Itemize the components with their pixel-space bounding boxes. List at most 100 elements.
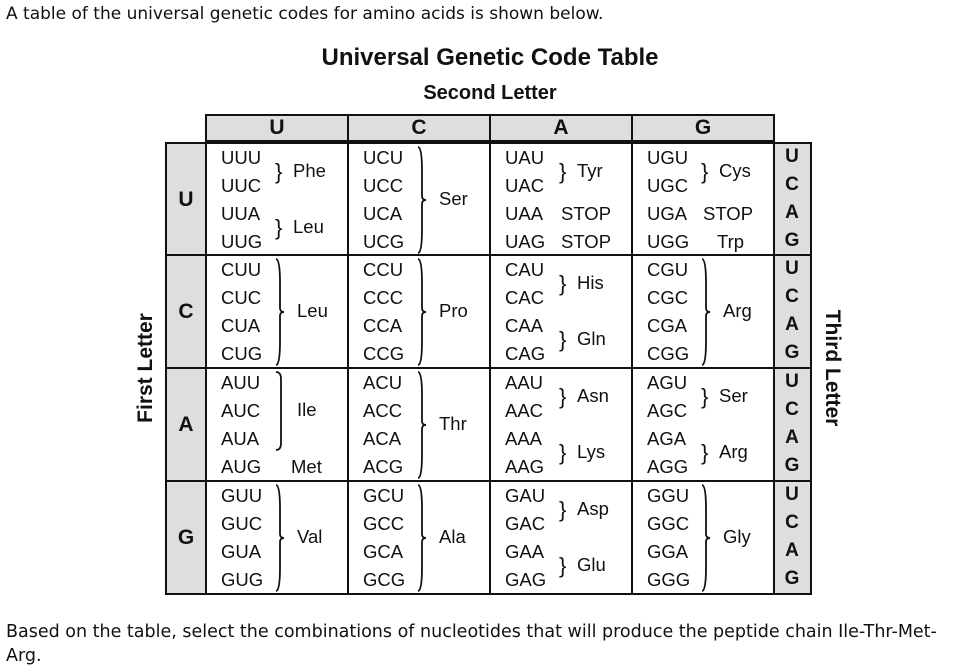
brace: } <box>701 440 709 465</box>
codon: UGG <box>647 231 690 252</box>
first-letter-label: First Letter <box>134 313 157 423</box>
codon: CUG <box>221 343 263 364</box>
codon: AGA <box>647 428 687 449</box>
brace: } <box>701 159 709 184</box>
codon-cell: ACU ACC ACA ACG Thr <box>347 367 491 482</box>
third-letter-g: G <box>784 342 800 363</box>
amino-acid-label: Ile <box>297 399 317 420</box>
codon: GAA <box>505 541 545 562</box>
codon: UCG <box>363 231 405 252</box>
codon: CUA <box>221 315 261 336</box>
brace: } <box>559 440 567 465</box>
codon: ACA <box>363 428 402 449</box>
amino-acid-label: Cys <box>719 160 751 181</box>
codon: GCC <box>363 513 405 534</box>
third-letter-c: C <box>785 399 799 420</box>
brace: } <box>275 215 283 240</box>
third-letter-u: U <box>785 484 799 505</box>
codon: ACC <box>363 400 403 421</box>
amino-acid-label: His <box>577 272 604 293</box>
brace: } <box>559 384 567 409</box>
codon: UGC <box>647 175 689 196</box>
second-letter-label: Second Letter <box>423 82 557 104</box>
codon: CCA <box>363 315 403 336</box>
brace <box>417 484 427 592</box>
amino-acid-label: Ala <box>439 526 466 547</box>
table-title: Universal Genetic Code Table <box>321 44 659 71</box>
codon: CCG <box>363 343 405 364</box>
codon: UUC <box>221 175 262 196</box>
codon: ACU <box>363 372 403 393</box>
codon: CCU <box>363 259 404 280</box>
codon: UAG <box>505 231 546 252</box>
first-letter-header-u: U <box>165 142 207 257</box>
codon: CGA <box>647 315 688 336</box>
codon: AAG <box>505 456 545 477</box>
codon: CUC <box>221 287 262 308</box>
codon: UCU <box>363 147 404 168</box>
codon: GUC <box>221 513 263 534</box>
codon: AUU <box>221 372 261 393</box>
brace: } <box>275 159 283 184</box>
first-letter-header-c: C <box>165 254 207 369</box>
codon: CCC <box>363 287 404 308</box>
codon: UCC <box>363 175 404 196</box>
codon: CAG <box>505 343 546 364</box>
codon: CGC <box>647 287 689 308</box>
codon: UAA <box>505 203 544 224</box>
codon: UUU <box>221 147 262 168</box>
brace: } <box>559 553 567 578</box>
codon: CAU <box>505 259 545 280</box>
codon: CAA <box>505 315 544 336</box>
first-letter-header-a: A <box>165 367 207 482</box>
codon: ACG <box>363 456 404 477</box>
codon: GAU <box>505 485 546 506</box>
codon: GUG <box>221 569 264 590</box>
third-letter-g: G <box>784 568 800 589</box>
second-letter-header-a: A <box>489 114 633 142</box>
brace <box>275 484 285 592</box>
codon: AAA <box>505 428 543 449</box>
brace: } <box>559 497 567 522</box>
codon: GGU <box>647 485 690 506</box>
amino-acid-label: Pro <box>439 300 468 321</box>
brace <box>417 258 427 366</box>
codon: GGC <box>647 513 690 534</box>
codon: GUU <box>221 485 263 506</box>
amino-acid-label: Leu <box>297 300 328 321</box>
codon: CAC <box>505 287 545 308</box>
third-letter-label: Third Letter <box>821 309 844 427</box>
second-letter-header-c: C <box>347 114 491 142</box>
codon: AUG <box>221 456 262 477</box>
brace <box>417 146 427 254</box>
codon: GAG <box>505 569 547 590</box>
question-text: Based on the table, select the combinati… <box>6 622 937 666</box>
brace: } <box>701 384 709 409</box>
third-letter-a: A <box>785 540 799 561</box>
codon: GCA <box>363 541 404 562</box>
codon: UUA <box>221 203 261 224</box>
amino-acid-label: STOP <box>561 203 612 224</box>
amino-acid-label: Thr <box>439 413 467 434</box>
amino-acid-label: Ser <box>439 188 468 209</box>
codon: AUC <box>221 400 261 421</box>
third-letter-a: A <box>785 314 799 335</box>
brace <box>701 258 711 366</box>
codon: AGU <box>647 372 688 393</box>
third-letter-g: G <box>784 455 800 476</box>
codon: UGA <box>647 203 688 224</box>
third-letter-c: C <box>785 286 799 307</box>
codon-cell: CCU CCC CCA CCG Pro <box>347 254 491 369</box>
codon: AGC <box>647 400 688 421</box>
